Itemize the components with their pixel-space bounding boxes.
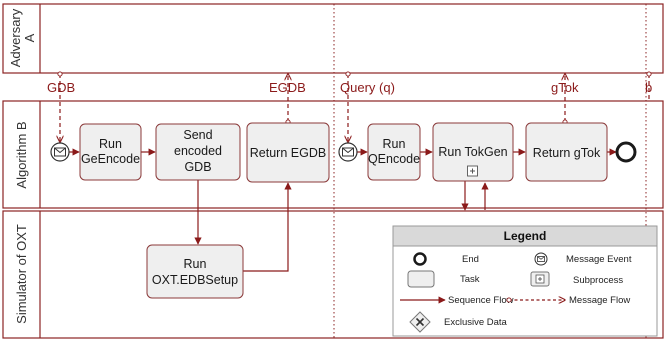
task-return-egdb[interactable]: Return EGDB [246, 122, 330, 183]
lane-label-adversary: Adversary [8, 8, 23, 67]
task-label: Return EGDB [250, 146, 326, 160]
task-run-oxt-edbsetup[interactable]: Run OXT.EDBSetup [146, 244, 244, 299]
task-label: Send [183, 128, 212, 142]
message-label-query: Query (q) [340, 80, 395, 95]
legend-label-subprocess: Subprocess [573, 275, 623, 286]
start-event-gdb[interactable] [50, 142, 70, 162]
task-label: encoded [174, 144, 222, 158]
task-label: QEncode [368, 152, 420, 166]
message-flows [60, 71, 652, 142]
message-label-gtok: gTok [551, 80, 579, 95]
task-label: Run [99, 137, 122, 151]
lane-adversary: Adversary A [2, 3, 664, 74]
task-send-encoded-gdb[interactable]: Send encoded GDB [155, 123, 241, 181]
task-legend-icon [407, 270, 435, 288]
legend-label-message-flow: Message Flow [569, 295, 630, 306]
subprocess-plus-icon [530, 271, 550, 287]
task-run-qencode[interactable]: Run QEncode [367, 123, 421, 181]
legend-label-end: End [462, 254, 479, 265]
legend-label-task: Task [460, 274, 480, 285]
end-event-icon [413, 252, 427, 266]
task-label: GDB [184, 160, 211, 174]
subprocess-plus-icon[interactable] [467, 165, 478, 177]
task-label: Run [383, 137, 406, 151]
task-return-gtok[interactable]: Return gTok [525, 122, 608, 182]
task-label: GeEncode [81, 152, 140, 166]
envelope-icon [54, 147, 66, 157]
lane-label-simulator: Simulator of OXT [14, 224, 29, 324]
task-label: Run TokGen [438, 145, 507, 159]
legend-label-message-event: Message Event [566, 254, 632, 265]
task-label: OXT.EDBSetup [152, 273, 238, 287]
legend-label-sequence-flow: Sequence Flow [448, 295, 514, 306]
message-label-b: b [645, 80, 652, 95]
lane-label-algorithm: Algorithm B [14, 121, 29, 188]
legend-title: Legend [504, 229, 547, 243]
envelope-icon [534, 252, 548, 266]
envelope-icon [342, 147, 354, 157]
task-label: Run [184, 257, 207, 271]
sequence-flows [69, 148, 617, 272]
legend: Legend End Message Event Task Subprocess… [392, 225, 658, 337]
task-run-tokgen[interactable]: Run TokGen [432, 122, 514, 182]
message-labels: GDB EGDB Query (q) gTok b [47, 80, 652, 95]
legend-label-exclusive-data: Exclusive Data [444, 317, 508, 328]
start-event-query[interactable] [338, 142, 358, 162]
end-event[interactable] [615, 141, 637, 163]
task-run-geencode[interactable]: Run GeEncode [79, 123, 142, 181]
task-label: Return gTok [533, 146, 601, 160]
message-label-gdb: GDB [47, 80, 75, 95]
exclusive-gateway-icon [409, 311, 431, 333]
message-label-egdb: EGDB [269, 80, 306, 95]
lane-label-adversary-a: A [22, 33, 37, 42]
